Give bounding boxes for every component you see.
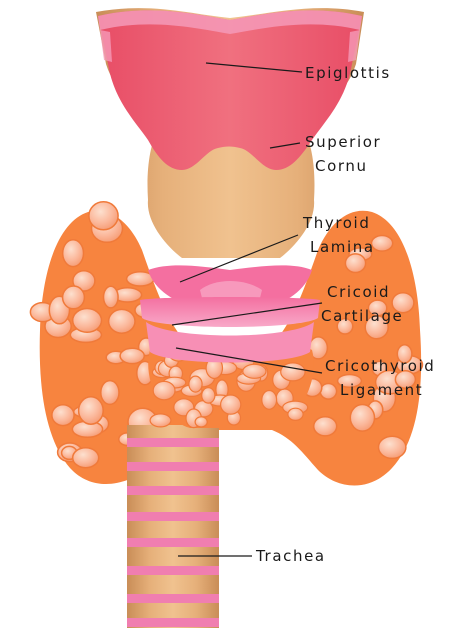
isthmus-nodule <box>221 395 241 414</box>
trachea-tube <box>127 425 219 628</box>
trachea-ring <box>127 618 219 627</box>
isthmus-nodule <box>153 381 175 399</box>
label-epiglottis: Epiglottis <box>305 61 391 85</box>
thyroid-nodule <box>379 436 406 458</box>
thyroid-nodule <box>101 381 119 405</box>
thyroid-nodule <box>350 405 374 432</box>
thyroid-nodule <box>79 397 104 424</box>
label-cornu: Cornu <box>315 154 368 178</box>
thyroid-nodule <box>109 309 135 333</box>
isthmus-nodule <box>262 391 277 410</box>
isthmus-nodule <box>195 417 207 427</box>
trachea-ring <box>127 512 219 521</box>
label-lamina: Lamina <box>310 235 375 259</box>
trachea-ring <box>127 594 219 603</box>
label-thyroid: Thyroid <box>303 211 370 235</box>
trachea-ring <box>127 566 219 575</box>
thyroid-nodule <box>63 240 84 267</box>
label-ligament: Ligament <box>340 378 423 402</box>
thyroid-nodule <box>52 405 74 426</box>
thyroid-nodule <box>73 448 99 468</box>
trachea-ring <box>127 462 219 471</box>
thyroid-nodule <box>89 202 118 230</box>
isthmus-nodule <box>243 364 266 378</box>
trachea-ring <box>127 438 219 447</box>
label-cartilage: Cartilage <box>321 304 403 328</box>
cricoid-cartilage <box>140 297 320 327</box>
label-cricothyroid: Cricothyroid <box>325 354 435 378</box>
thyroid-nodule <box>372 236 393 252</box>
isthmus-nodule <box>189 376 202 392</box>
thyroid-nodule <box>314 417 337 436</box>
isthmus-nodule <box>281 363 305 381</box>
trachea-ring <box>127 538 219 547</box>
label-superior: Superior <box>305 130 381 154</box>
isthmus-nodule <box>150 414 171 427</box>
thyroid-nodule <box>320 384 336 400</box>
thyroid-nodule <box>120 348 144 363</box>
isthmus-nodule <box>288 408 303 420</box>
trachea-ring <box>127 486 219 495</box>
thyroid-nodule <box>104 286 119 308</box>
thyroid-nodule <box>73 309 102 333</box>
thyroid-nodule <box>63 286 85 309</box>
label-trachea: Trachea <box>256 544 326 568</box>
isthmus-nodule <box>202 388 215 403</box>
label-cricoid: Cricoid <box>327 280 390 304</box>
